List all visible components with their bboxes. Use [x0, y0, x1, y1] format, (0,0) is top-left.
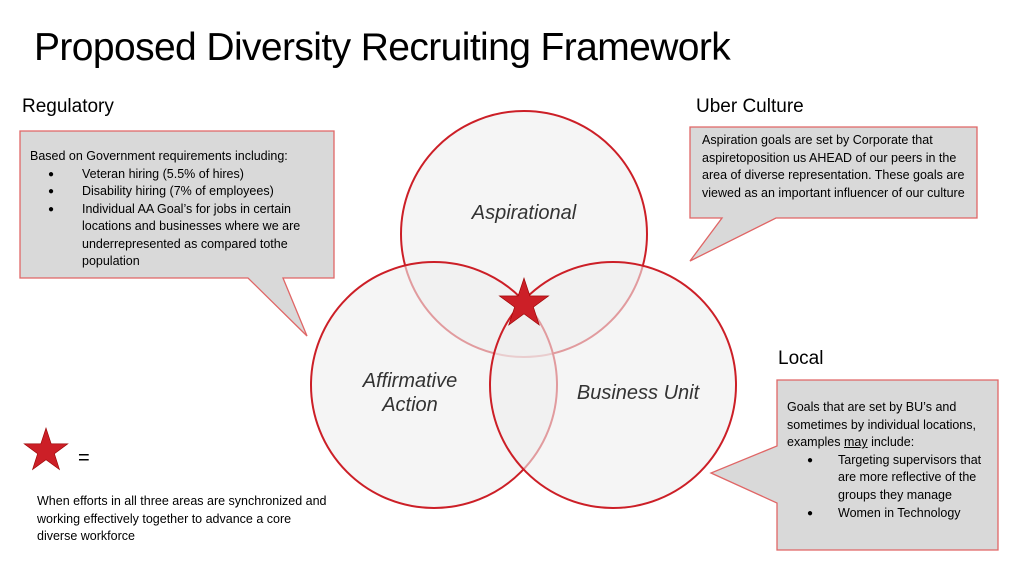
uber-culture-callout [689, 126, 978, 262]
business-unit-circle [489, 261, 737, 509]
regulatory-list: Veteran hiring (5.5% of hires) Disabilit… [30, 166, 330, 271]
regulatory-heading: Regulatory [22, 96, 114, 117]
regulatory-item: Disability hiring (7% of employees) [30, 183, 330, 201]
business-unit-label: Business Unit [577, 382, 701, 404]
local-heading: Local [778, 348, 824, 369]
local-item: Women in Technology [787, 505, 992, 523]
aspirational-label: Aspirational [471, 202, 577, 224]
uber-culture-callout-text: Aspiration goals are set by Corporate th… [702, 132, 972, 202]
regulatory-intro: Based on Government requirements includi… [30, 149, 288, 163]
affirmative-action-label-line1: Affirmative [362, 370, 457, 392]
local-intro: Goals that are set by BU’s and sometimes… [787, 400, 976, 449]
local-callout-text: Goals that are set by BU’s and sometimes… [787, 399, 992, 523]
affirmative-action-label-line2: Action [381, 394, 438, 416]
legend-text: When efforts in all three areas are sync… [37, 494, 327, 543]
uber-culture-text: Aspiration goals are set by Corporate th… [702, 133, 965, 200]
legend-star-icon [23, 427, 69, 471]
uber-culture-heading: Uber Culture [696, 96, 804, 117]
regulatory-item: Individual AA Goal’s for jobs in certain… [30, 201, 330, 271]
legend-equals: = [78, 447, 90, 469]
local-item: Targeting supervisors that are more refl… [787, 452, 992, 505]
page-title: Proposed Diversity Recruiting Framework [34, 26, 731, 69]
regulatory-callout-text: Based on Government requirements includi… [30, 148, 330, 271]
regulatory-item: Veteran hiring (5.5% of hires) [30, 166, 330, 184]
local-list: Targeting supervisors that are more refl… [787, 452, 992, 523]
center-star-icon [498, 277, 550, 326]
